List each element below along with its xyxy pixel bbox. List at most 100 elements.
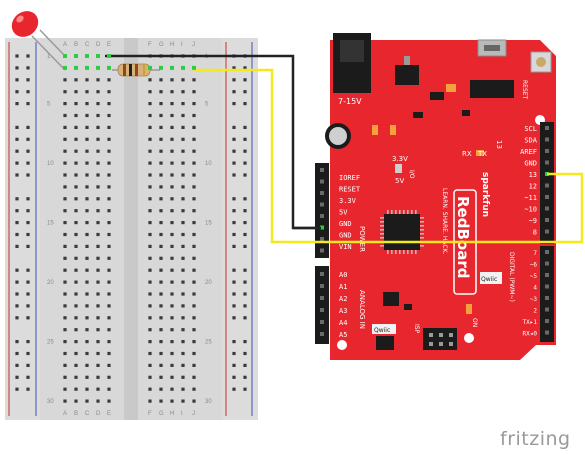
breadboard-hole	[148, 292, 152, 296]
breadboard-hole	[96, 125, 100, 129]
rail-hole	[243, 363, 247, 367]
breadboard-hole	[74, 256, 78, 260]
rail-hole	[243, 244, 247, 248]
breadboard-hole	[63, 78, 67, 82]
rail-hole	[15, 292, 19, 296]
breadboard-hole	[148, 197, 152, 201]
breadboard-hole	[85, 363, 89, 367]
rail-hole	[26, 244, 30, 248]
breadboard-hole	[159, 244, 163, 248]
header-pin	[320, 214, 324, 218]
breadboard-hole	[85, 280, 89, 284]
breadboard-hole	[181, 161, 185, 165]
breadboard-hole	[192, 185, 196, 189]
chip-pin	[380, 229, 384, 231]
breadboard-hole	[159, 90, 163, 94]
digital-pin-label: 7	[533, 250, 537, 257]
isp-label: ISP	[413, 324, 420, 334]
breadboard-hole	[107, 387, 111, 391]
breadboard-hole	[181, 304, 185, 308]
breadboard-hole	[63, 173, 67, 177]
breadboard-hole	[159, 173, 163, 177]
small-chip	[430, 92, 444, 100]
rail-hole	[232, 316, 236, 320]
rail-hole	[26, 90, 30, 94]
breadboard-hole	[96, 363, 100, 367]
rail-hole	[232, 90, 236, 94]
breadboard-hole	[159, 363, 163, 367]
column-label-top: D	[96, 42, 101, 48]
digital-pin-label: 4	[533, 285, 537, 292]
rail-hole	[232, 125, 236, 129]
breadboard-hole	[181, 78, 185, 82]
rail-hole	[243, 173, 247, 177]
rail-hole	[15, 221, 19, 225]
rail-hole	[26, 149, 30, 153]
rail-hole	[26, 209, 30, 213]
column-label-bottom: D	[96, 411, 101, 417]
breadboard-hole	[170, 244, 174, 248]
breadboard-hole	[148, 125, 152, 129]
resistor-body	[117, 63, 151, 77]
breadboard-hole	[107, 232, 111, 237]
breadboard-hole	[192, 113, 196, 118]
breadboard-hole	[63, 209, 67, 213]
rail-hole	[15, 375, 19, 379]
breadboard-hole	[170, 90, 174, 94]
digital-pin-label: ~3	[530, 296, 538, 303]
breadboard-hole	[170, 375, 174, 379]
rail-hole	[15, 280, 19, 284]
power-pin-label: GND	[339, 220, 352, 228]
breadboard-hole	[74, 149, 78, 153]
row-number-right: 25	[205, 340, 212, 346]
breadboard-hole	[63, 316, 67, 320]
breadboard-hole	[181, 328, 185, 332]
breadboard-hole	[192, 90, 196, 94]
digital-header-top	[540, 122, 554, 244]
header-pin	[320, 308, 324, 312]
breadboard-hole	[107, 340, 111, 344]
breadboard-hole	[96, 209, 100, 213]
chip-pin	[403, 210, 405, 214]
column-label-top: B	[74, 42, 78, 48]
breadboard-hole	[159, 232, 163, 237]
breadboard-hole	[148, 221, 152, 225]
breadboard-hole	[159, 102, 163, 106]
rail-hole	[26, 292, 30, 296]
breadboard-hole	[170, 209, 174, 213]
rail-hole	[243, 209, 247, 213]
breadboard-hole	[96, 185, 100, 189]
connected-hole	[74, 54, 78, 58]
rail-hole	[243, 232, 247, 237]
rail-hole	[232, 221, 236, 225]
power-pin-label: GND	[339, 232, 352, 240]
breadboard-hole	[107, 363, 111, 367]
chip-pin	[399, 210, 401, 214]
chip-pin	[380, 237, 384, 239]
breadboard-hole	[63, 90, 67, 94]
rail-hole	[26, 173, 30, 177]
header-pin	[320, 202, 324, 207]
breadboard-hole	[181, 351, 185, 356]
breadboard-hole	[192, 102, 196, 106]
reset-button-cap	[536, 57, 546, 67]
digital-header-bottom	[540, 246, 554, 342]
breadboard-hole	[96, 232, 100, 237]
breadboard-hole	[181, 113, 185, 118]
rail-hole	[232, 363, 236, 367]
breadboard-hole	[85, 221, 89, 225]
breadboard-hole	[107, 125, 111, 129]
isp-pin	[439, 333, 443, 337]
breadboard-hole	[74, 316, 78, 320]
breadboard-hole	[192, 363, 196, 367]
digital-pin-label: 12	[529, 183, 537, 191]
breadboard-hole	[107, 221, 111, 225]
connected-hole	[85, 65, 89, 70]
breadboard-hole	[63, 221, 67, 225]
isp-pin	[429, 342, 433, 346]
connected-holes	[63, 54, 196, 70]
digital-pin-label: SDA	[524, 137, 537, 145]
usb-serial-chip	[470, 80, 514, 98]
connected-hole	[181, 65, 185, 70]
breadboard-hole	[74, 351, 78, 356]
